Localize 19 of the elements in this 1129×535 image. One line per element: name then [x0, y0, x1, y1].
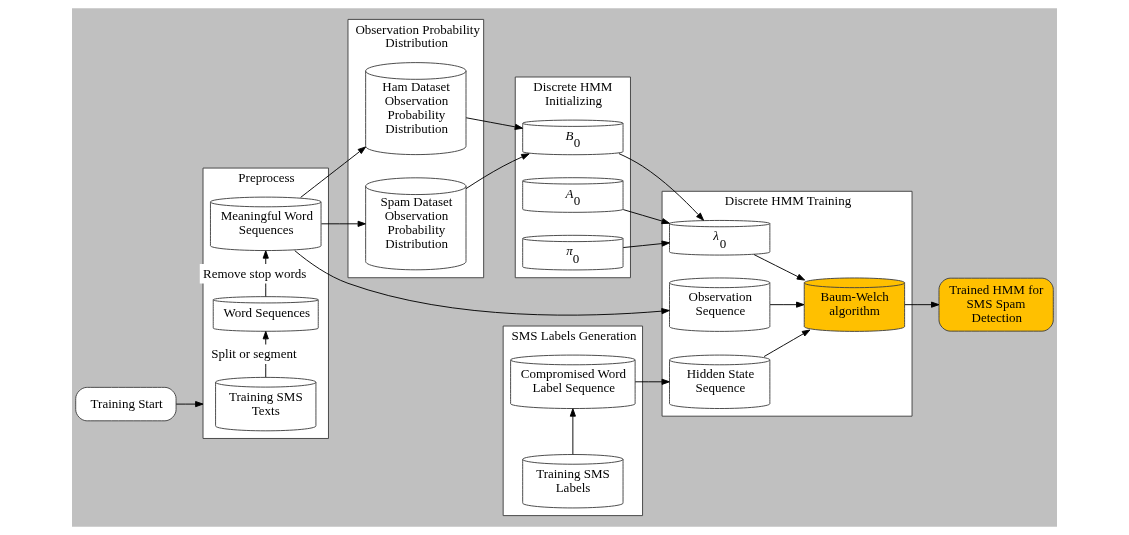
arrow [465, 117, 524, 130]
arrow [904, 301, 940, 308]
arrow [753, 254, 806, 281]
arrow [622, 240, 670, 249]
arrow [300, 146, 367, 198]
edge-label: Split or segment [211, 346, 297, 362]
arrow [569, 408, 576, 455]
arrow [321, 220, 366, 227]
arrow [634, 378, 670, 385]
arrow [294, 250, 670, 316]
node-box: Trained HMM for SMS Spam Detection [938, 277, 1054, 332]
arrow [175, 401, 204, 408]
arrow [769, 301, 805, 308]
node-box: Training Start [75, 386, 177, 422]
arrow [465, 153, 530, 190]
arrow [622, 209, 670, 225]
arrow [763, 329, 811, 357]
edge-label: Remove stop words [203, 265, 307, 281]
arrow [618, 153, 704, 221]
